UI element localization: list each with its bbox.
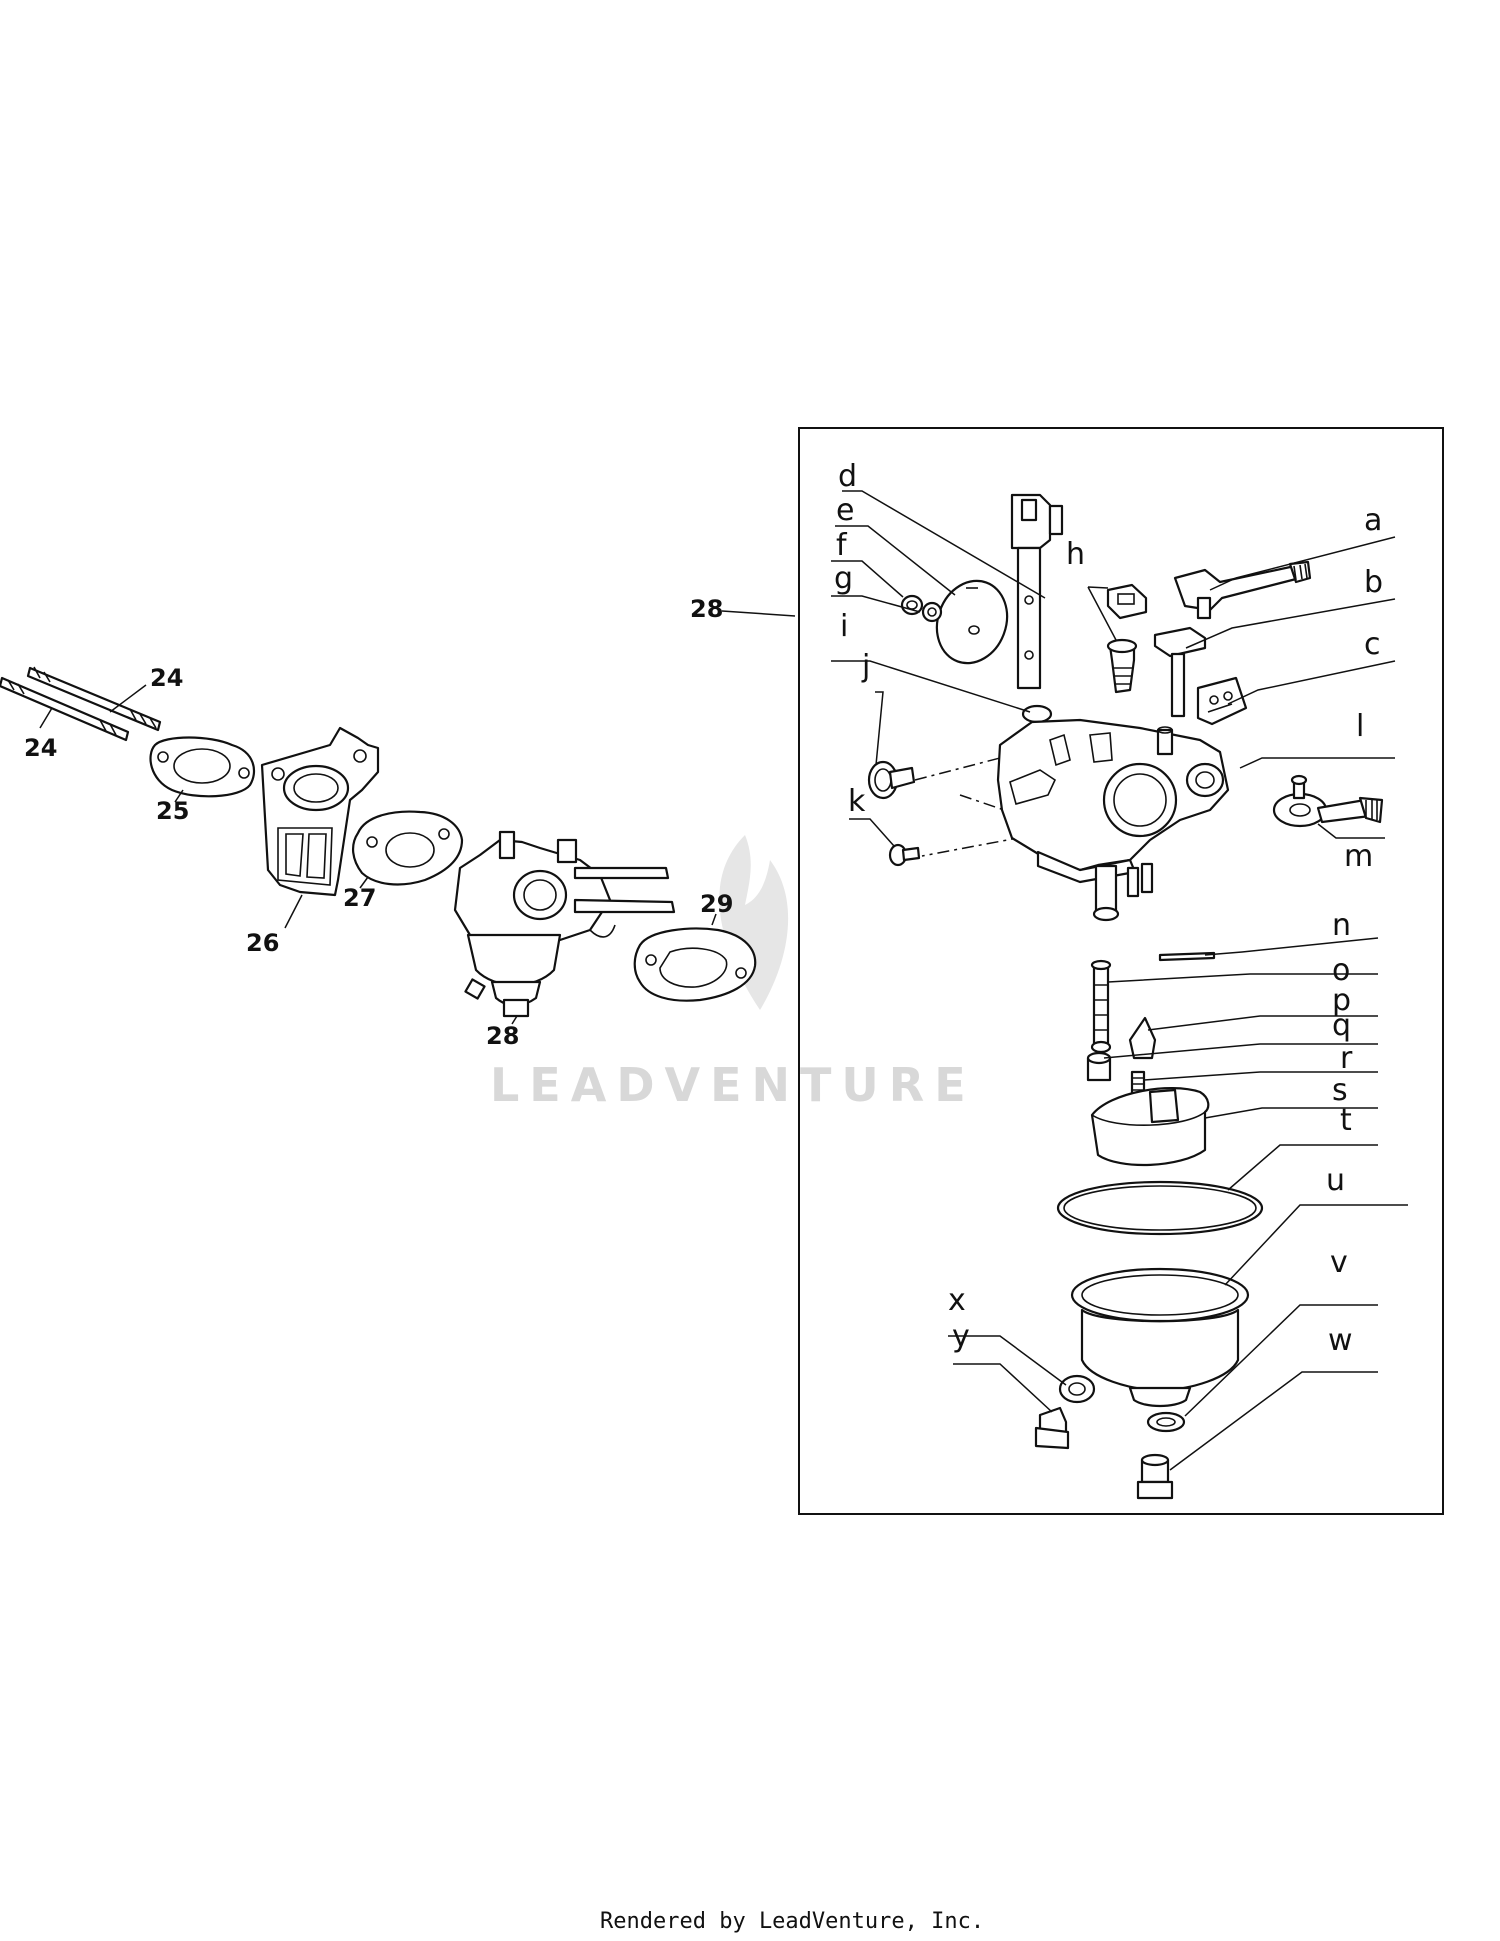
part-o-emulsion-tube bbox=[1090, 959, 1112, 1054]
leader-29 bbox=[711, 913, 717, 926]
leader-24a bbox=[109, 684, 147, 713]
callout-p: p bbox=[1332, 983, 1351, 1018]
stud-24a bbox=[26, 666, 162, 732]
callout-28b: 28 bbox=[690, 595, 723, 623]
insulator-26 bbox=[260, 726, 380, 897]
footer-credit: Rendered by LeadVenture, Inc. bbox=[600, 1909, 984, 1934]
callout-c: c bbox=[1364, 627, 1381, 662]
part-e-throttle-plate bbox=[935, 579, 1009, 665]
stud-24b bbox=[0, 676, 130, 742]
part-q-main-jet bbox=[1086, 1051, 1112, 1082]
callout-f: f bbox=[836, 528, 848, 563]
leader-28b bbox=[721, 610, 796, 617]
watermark-text: LEADVENTURE bbox=[490, 1058, 976, 1112]
part-j-pilot-screw bbox=[867, 760, 916, 800]
guide-line-k bbox=[921, 794, 1019, 857]
part-x-washer bbox=[1058, 1374, 1096, 1404]
callout-y: y bbox=[952, 1319, 970, 1354]
callout-s: s bbox=[1332, 1073, 1348, 1108]
callout-e: e bbox=[836, 493, 854, 528]
callout-v: v bbox=[1330, 1245, 1348, 1280]
leader-28a bbox=[511, 1015, 518, 1025]
guide-line-j bbox=[914, 757, 1001, 781]
part-b-choke-shaft bbox=[1153, 626, 1207, 718]
callout-r: r bbox=[1340, 1041, 1353, 1076]
detail-box bbox=[798, 427, 1444, 1515]
part-y-bolt bbox=[1034, 1406, 1070, 1450]
callout-a: a bbox=[1364, 503, 1382, 538]
callout-b: b bbox=[1364, 565, 1383, 600]
callout-24b: 24 bbox=[24, 734, 57, 762]
leader-27 bbox=[359, 876, 369, 889]
gasket-27 bbox=[352, 810, 464, 886]
part-h-valve bbox=[1106, 583, 1148, 694]
callout-k: k bbox=[848, 784, 866, 819]
part-v-washer bbox=[1146, 1411, 1186, 1433]
callout-27: 27 bbox=[343, 884, 376, 912]
gasket-25 bbox=[149, 736, 255, 798]
part-d-throttle-shaft bbox=[1010, 493, 1064, 690]
gasket-29 bbox=[633, 927, 757, 1002]
part-s-float bbox=[1090, 1087, 1210, 1167]
part-a-choke-lever bbox=[1173, 560, 1312, 620]
part-c-choke-plate bbox=[1196, 676, 1248, 726]
callout-d: d bbox=[838, 459, 857, 494]
callout-l: l bbox=[1356, 709, 1364, 744]
callout-24a: 24 bbox=[150, 664, 183, 692]
part-i-o-ring bbox=[1021, 704, 1053, 724]
callout-o: o bbox=[1332, 953, 1350, 988]
callout-u: u bbox=[1326, 1163, 1345, 1198]
callout-28a: 28 bbox=[486, 1022, 519, 1050]
callout-t: t bbox=[1340, 1103, 1352, 1138]
part-w-bolt bbox=[1136, 1453, 1174, 1500]
part-u-float-bowl bbox=[1070, 1267, 1250, 1408]
leader-26 bbox=[284, 894, 303, 929]
callout-n: n bbox=[1332, 908, 1351, 943]
callout-q: q bbox=[1332, 1008, 1351, 1043]
detail-leaders bbox=[831, 490, 1408, 1471]
leader-25 bbox=[174, 789, 184, 803]
part-p-float-needle bbox=[1128, 1016, 1157, 1060]
callout-j: j bbox=[861, 649, 870, 684]
callout-g: g bbox=[834, 561, 853, 596]
callout-26: 26 bbox=[246, 929, 279, 957]
part-n-pin bbox=[1158, 951, 1216, 962]
callout-25: 25 bbox=[156, 797, 189, 825]
part-g-washer bbox=[921, 601, 943, 623]
callout-i: i bbox=[840, 609, 848, 644]
part-f-screw bbox=[900, 594, 924, 616]
carburetor-28-assembled bbox=[453, 830, 676, 1018]
part-t-gasket-ring bbox=[1056, 1180, 1264, 1236]
callout-x: x bbox=[948, 1283, 966, 1318]
callout-w: w bbox=[1328, 1323, 1353, 1358]
part-k-screw bbox=[888, 843, 921, 867]
callout-m: m bbox=[1344, 839, 1373, 874]
leader-24b bbox=[39, 707, 53, 729]
callout-29: 29 bbox=[700, 890, 733, 918]
part-l-carburetor-body bbox=[996, 718, 1230, 922]
part-m-lever bbox=[1272, 774, 1384, 828]
callout-h: h bbox=[1066, 537, 1085, 572]
